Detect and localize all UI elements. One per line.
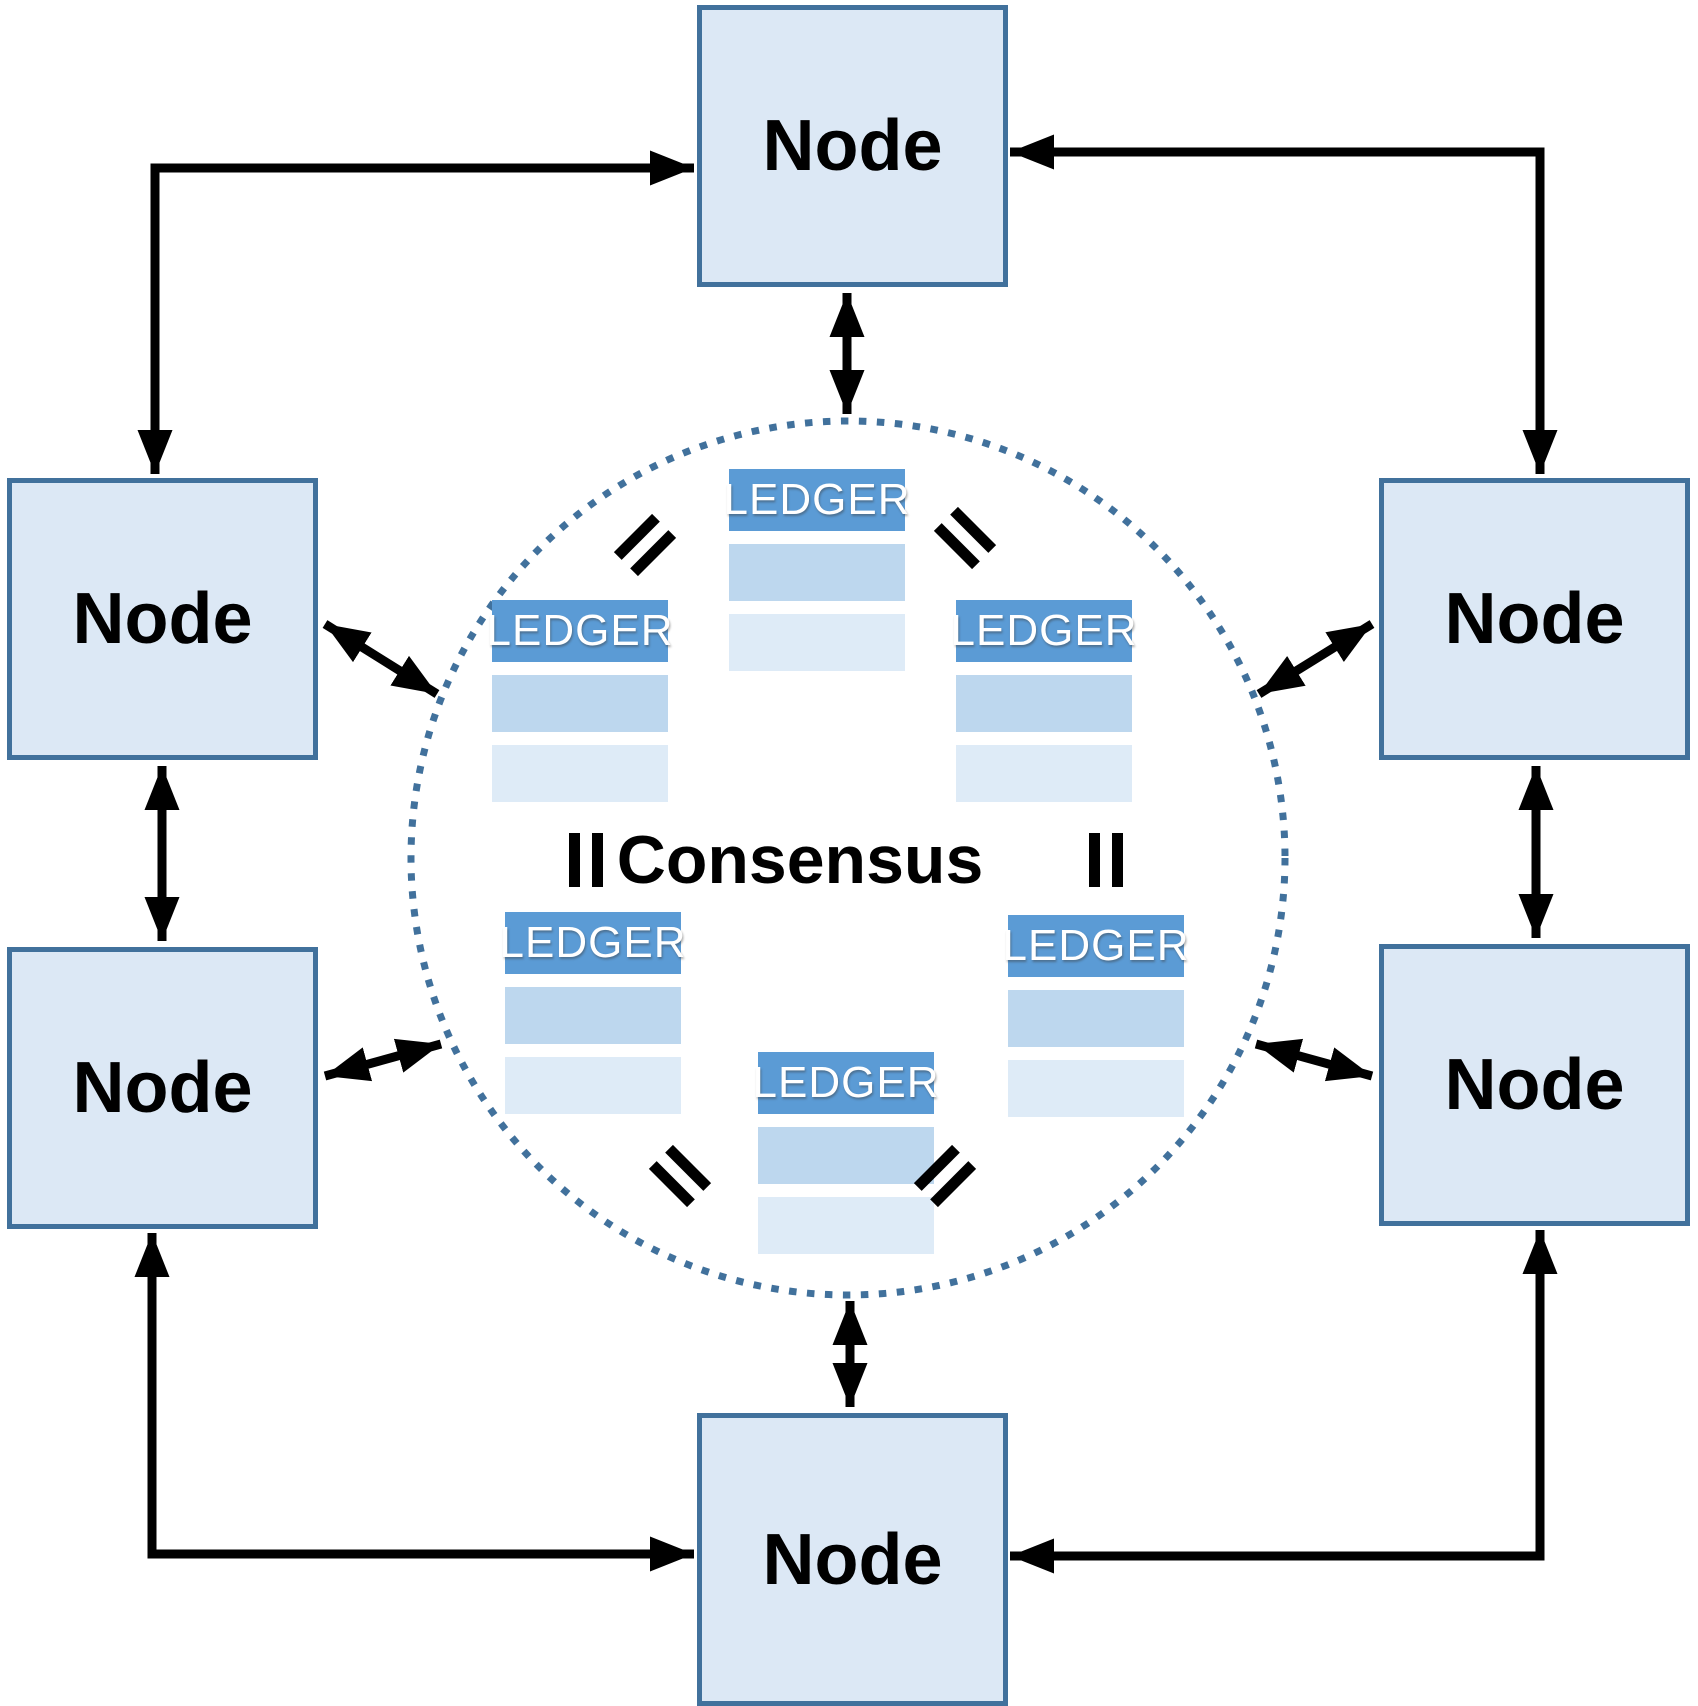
arrow-left-upper-circle (322, 620, 440, 698)
ledger-header: LEDGER (487, 600, 672, 662)
ledger-header: LEDGER (951, 600, 1136, 662)
ledger-row (729, 614, 905, 671)
ledger-header: LEDGER (1003, 915, 1188, 977)
node-box-left-lower: Node (7, 947, 318, 1229)
arrow-left-lower-circle (323, 1038, 443, 1082)
arrow-top-left-corner (137, 150, 694, 474)
ledger-row (956, 745, 1132, 802)
ledger-upper-left: LEDGER (487, 600, 672, 815)
arrow-bottom-left-corner (134, 1233, 694, 1572)
ledger-row (492, 675, 668, 732)
ledger-row (956, 675, 1132, 732)
node-label: Node (762, 1519, 943, 1600)
node-label: Node (1444, 1045, 1625, 1125)
node-box-bottom: Node (697, 1413, 1008, 1706)
node-box-right-lower: Node (1379, 944, 1690, 1226)
node-label: Node (762, 106, 943, 186)
ledger-row (1008, 1060, 1184, 1117)
ledger-top: LEDGER (724, 469, 909, 684)
ledger-row (505, 987, 681, 1044)
consensus-circle-border (407, 417, 1289, 1299)
ledger-lower-right: LEDGER (1003, 915, 1188, 1130)
arrow-top-right-corner (1010, 134, 1558, 474)
arrow-bottom-right-corner (1010, 1230, 1558, 1574)
ledger-row (758, 1197, 934, 1254)
node-label: Node (72, 579, 253, 659)
node-label: Node (1444, 579, 1625, 659)
node-box-top: Node (697, 5, 1008, 287)
ledger-row (492, 745, 668, 802)
ledger-lower-left: LEDGER (500, 912, 685, 1127)
equals-icon (1068, 822, 1144, 898)
ledger-header: LEDGER (753, 1052, 938, 1114)
ledger-header: LEDGER (724, 469, 909, 531)
node-box-left-upper: Node (7, 478, 318, 760)
ledger-header: LEDGER (500, 912, 685, 974)
arrow-right-lower-circle (1254, 1038, 1374, 1082)
node-label: Node (72, 1048, 253, 1128)
ledger-row (729, 544, 905, 601)
node-box-right-upper: Node (1379, 478, 1690, 760)
ledger-row (505, 1057, 681, 1114)
ledger-row (758, 1127, 934, 1184)
ledger-upper-right: LEDGER (951, 600, 1136, 815)
consensus-label: Consensus (616, 822, 984, 898)
arrow-right-upper-circle (1256, 620, 1375, 698)
ledger-bottom: LEDGER (753, 1052, 938, 1267)
ledger-row (1008, 990, 1184, 1047)
